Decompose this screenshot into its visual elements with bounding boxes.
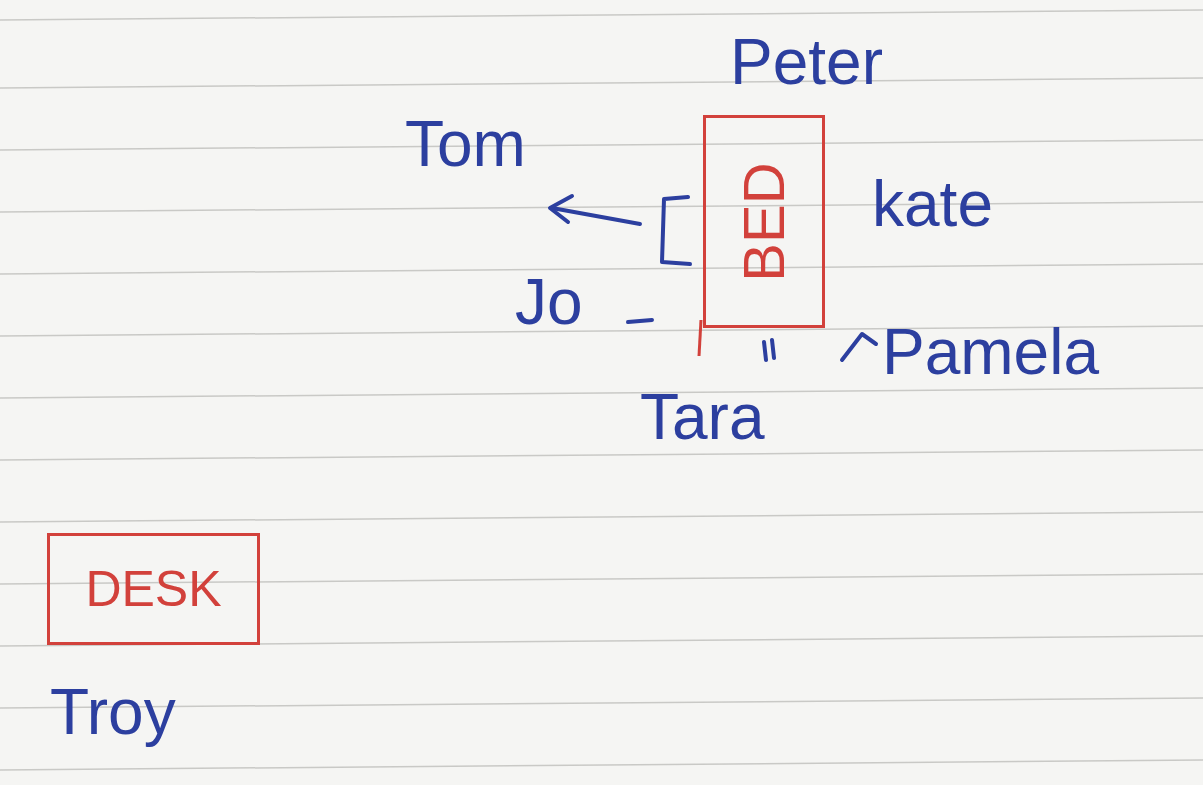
desk-box: DESK (47, 533, 260, 645)
bracket (662, 197, 690, 264)
ruled-lines (0, 10, 1203, 770)
tick-marks (764, 340, 774, 360)
person-name: Pamela (882, 320, 1099, 384)
person-name: Peter (730, 30, 883, 94)
arrow-head (550, 196, 572, 222)
furniture-label: DESK (85, 564, 221, 614)
person-name: kate (872, 172, 993, 236)
pointer-mark (842, 334, 876, 360)
pen-marks (550, 196, 876, 360)
person-name: Tara (640, 385, 765, 449)
person-name: Jo (515, 270, 583, 334)
bed-leg-line (699, 320, 701, 356)
person-name: Troy (50, 680, 176, 744)
person-name: Tom (405, 112, 526, 176)
furniture-label: BED (735, 162, 793, 281)
dash-mark (628, 320, 652, 322)
bed-box: BED (703, 115, 825, 328)
